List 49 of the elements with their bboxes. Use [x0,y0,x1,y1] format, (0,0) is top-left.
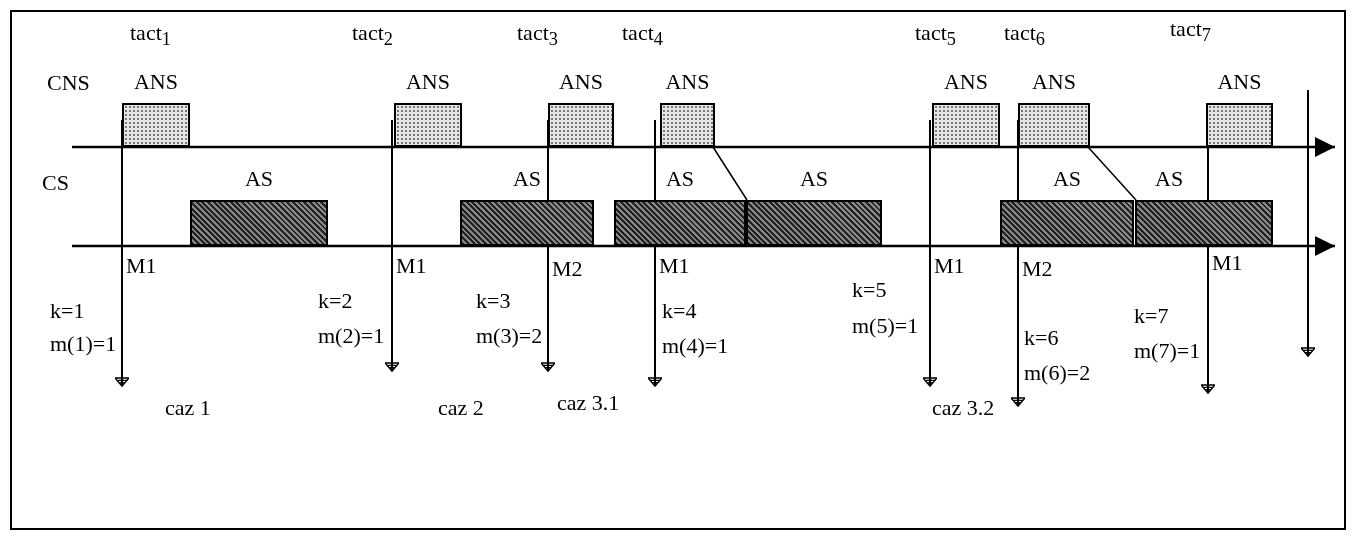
value-label: m(1)=1 [50,333,117,355]
signal-label: AS [511,168,543,190]
case-label: caz 1 [165,397,211,419]
value-label: k=2 [318,290,353,312]
case-label: caz 3.1 [557,392,620,414]
value-label: k=1 [50,300,85,322]
value-label: k=6 [1024,327,1059,349]
connector-line [1087,146,1137,201]
value-label: m(3)=2 [476,325,543,347]
signal-label: ANS [405,71,451,93]
connector-line [712,146,748,201]
value-label: k=4 [662,300,697,322]
clock-label: tact$_{2}$ [352,22,393,49]
case-label: caz 3.2 [932,397,995,419]
signal-label: ANS [1031,71,1077,93]
signal-label: ANS [1216,71,1263,93]
clock-label: tact$_{7}$ [1170,18,1211,45]
marker-label: M1 [934,255,965,277]
marker-label: M1 [396,255,427,277]
value-label: k=7 [1134,305,1169,327]
marker-label: M2 [552,258,583,280]
axis-label: CNS [47,72,90,94]
signal-label: AS [798,168,830,190]
signal-label: ANS [558,71,604,93]
clock-label: tact$_{4}$ [622,22,663,49]
marker-label: M1 [126,255,157,277]
signal-label: AS [664,168,696,190]
signal-label: AS [243,168,275,190]
clock-label: tact$_{5}$ [915,22,956,49]
value-label: m(2)=1 [318,325,385,347]
signal-label: ANS [133,71,179,93]
signal-label: AS [1155,168,1184,190]
value-label: k=3 [476,290,511,312]
signal-label: ANS [664,71,711,93]
value-label: k=5 [852,279,887,301]
value-label: m(6)=2 [1024,362,1091,384]
value-label: m(4)=1 [662,335,729,357]
case-label: caz 2 [438,397,484,419]
clock-label: tact$_{1}$ [130,22,171,49]
clock-label: tact$_{3}$ [517,22,558,49]
clock-label: tact$_{6}$ [1004,22,1045,49]
axis-label: CS [42,172,69,194]
marker-label: M1 [659,255,690,277]
marker-label: M2 [1022,258,1053,280]
signal-label: ANS [943,71,989,93]
signal-label: AS [1051,168,1083,190]
marker-label: M1 [1212,252,1243,274]
value-label: m(7)=1 [1134,340,1201,362]
value-label: m(5)=1 [852,315,919,337]
